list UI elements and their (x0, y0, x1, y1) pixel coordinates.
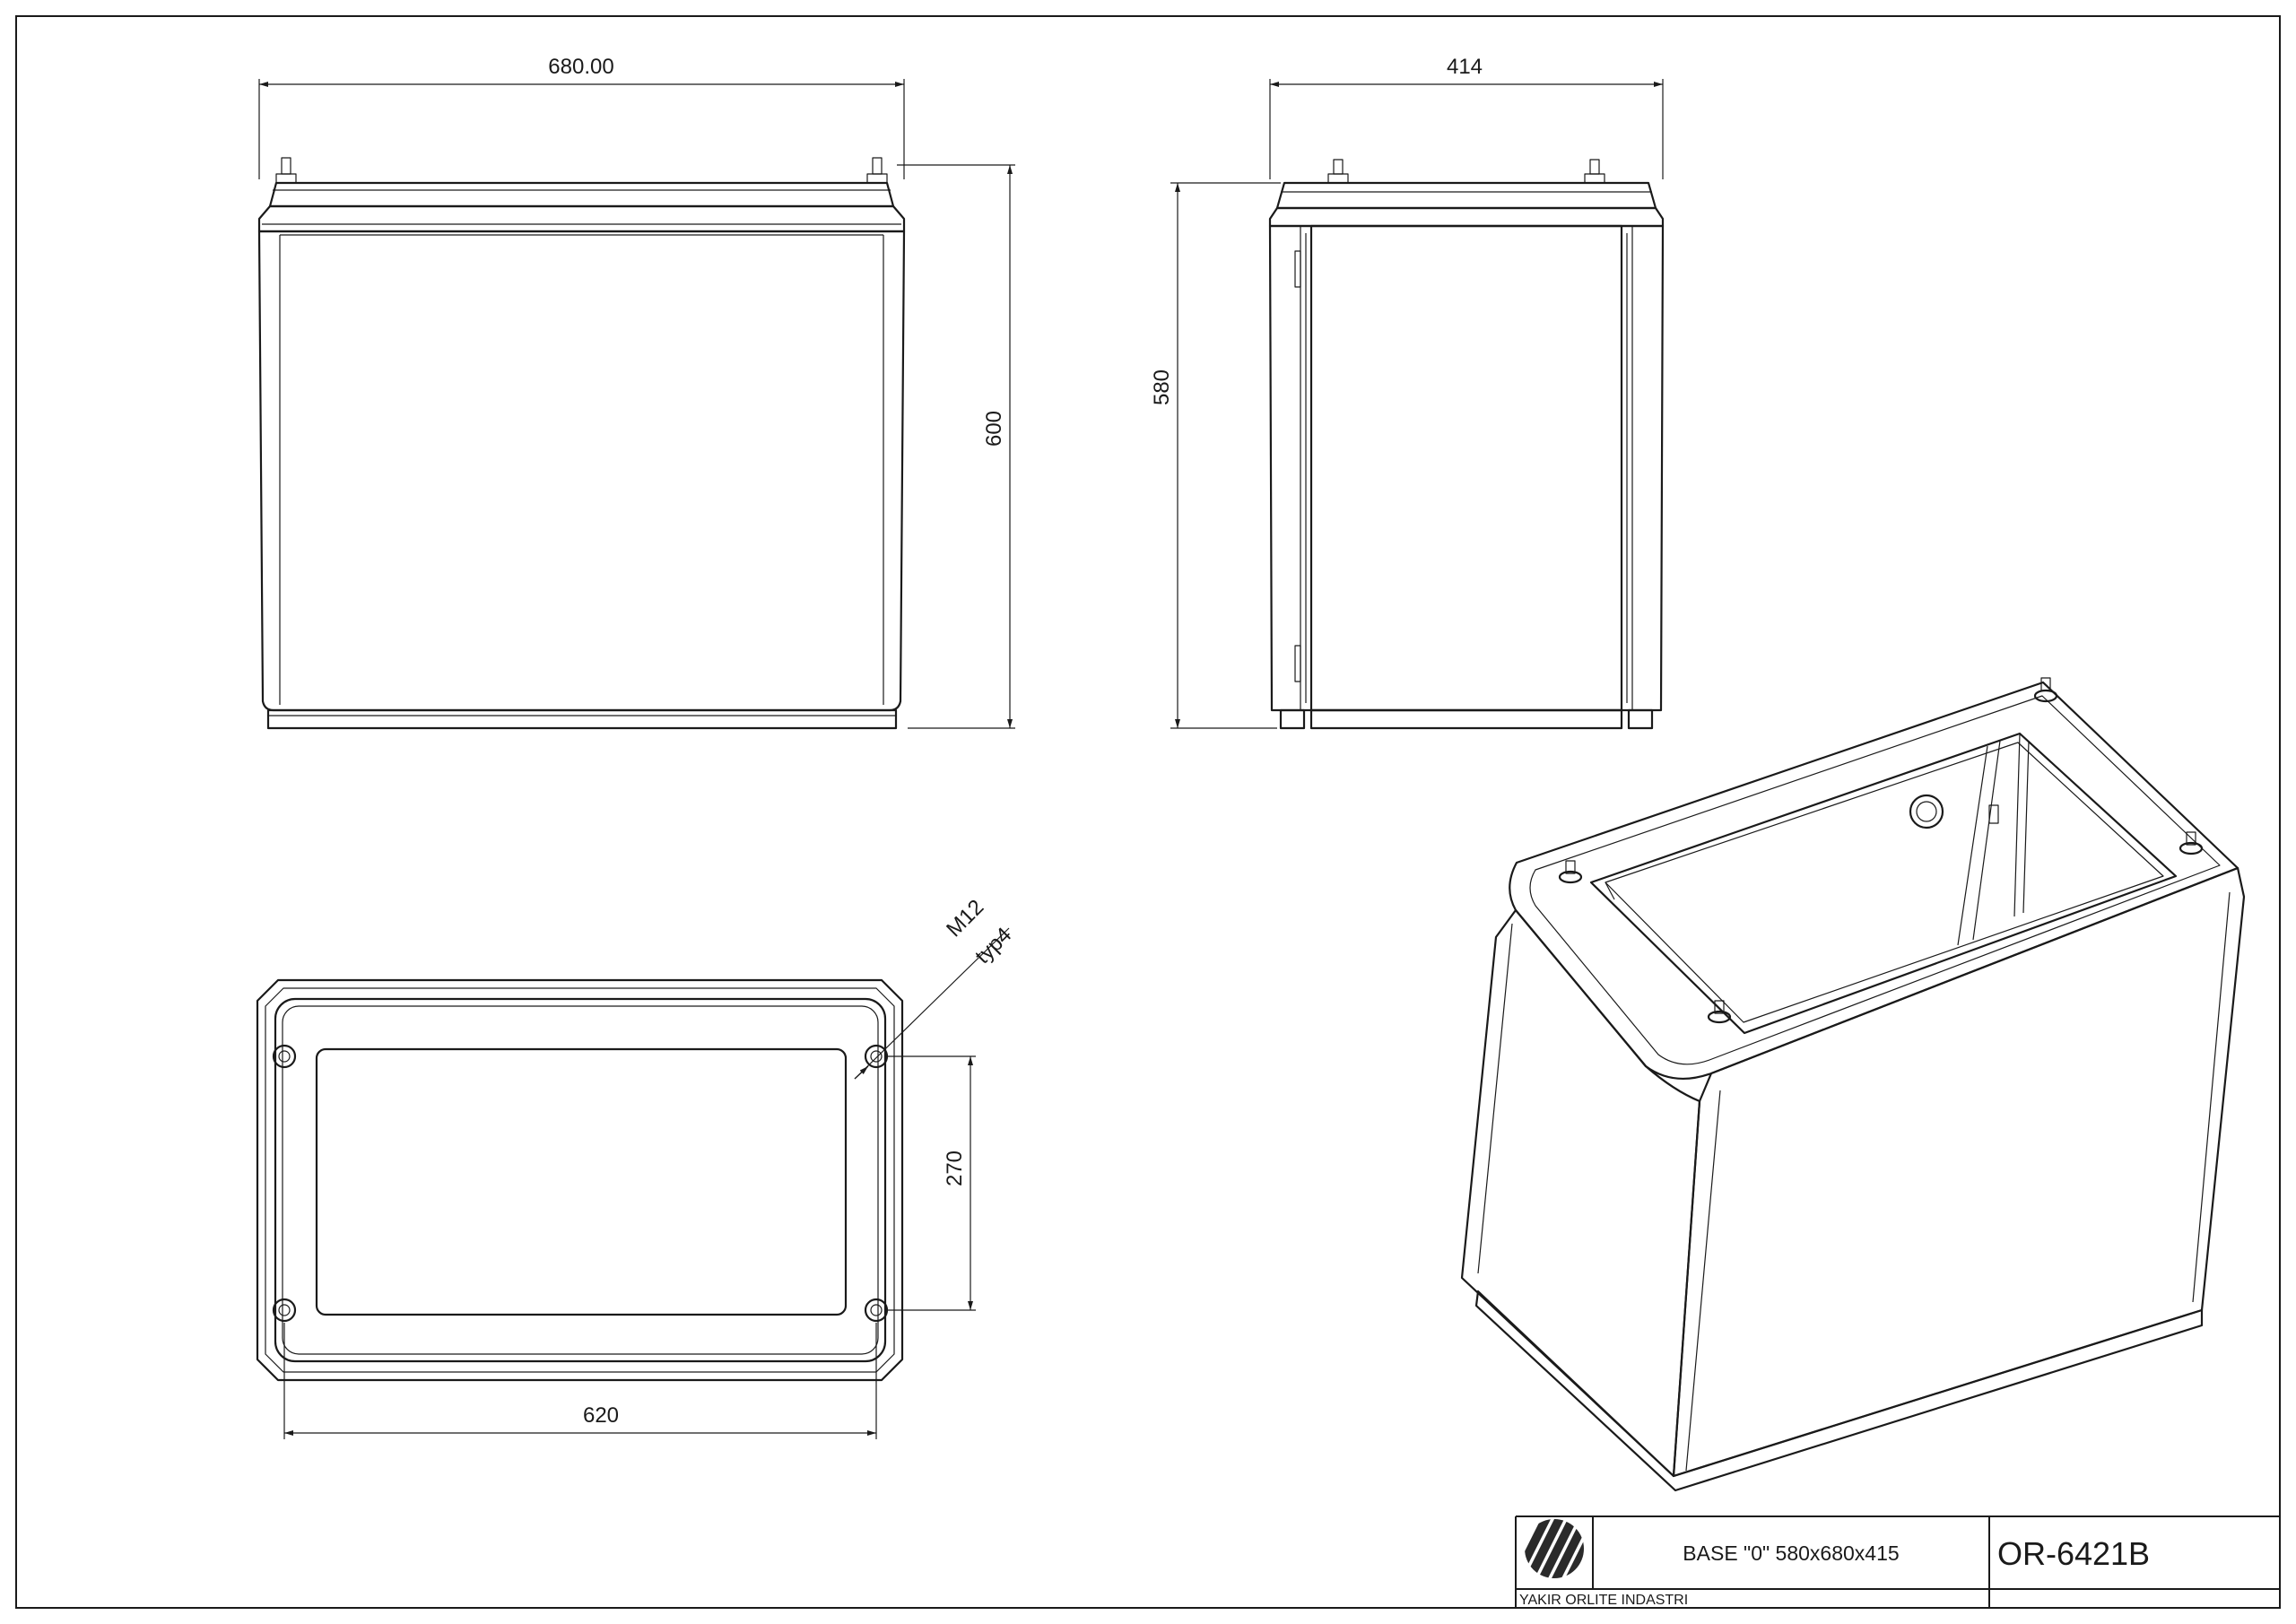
part-number: OR-6421B (1997, 1535, 2150, 1572)
interior-gland-icon (1909, 794, 1944, 829)
bolt-spacing-dimension: 270 (888, 1055, 976, 1311)
title-block: BASE "0" 580x680x415 OR-6421B YAKIR ORLI… (1515, 1515, 2280, 1608)
side-left-stud (1327, 159, 1349, 184)
bolt-callout-count: typ4 (970, 923, 1016, 968)
bolt-bottom-left (272, 1298, 297, 1323)
bolt-width-label: 620 (583, 1403, 619, 1428)
part-description: BASE "0" 580x680x415 (1683, 1541, 1899, 1565)
bolt-bottom-right (864, 1298, 889, 1323)
bolt-callout-size: M12 (942, 895, 988, 942)
front-height-dimension: 600 (897, 164, 1015, 729)
striped-circle-logo-icon (1525, 1519, 1584, 1578)
front-width-label: 680.00 (548, 55, 613, 79)
company-name: YAKIR ORLITE INDASTRI (1519, 1593, 1688, 1608)
isometric-view (1460, 677, 2246, 1492)
iso-bolt-front (1707, 1000, 1732, 1024)
front-height-label: 600 (982, 411, 1006, 447)
bolt-top-right (864, 1044, 889, 1069)
drawing-border (15, 15, 2281, 1609)
bolt-spacing-label: 270 (943, 1151, 967, 1186)
top-view-bolts (272, 1044, 889, 1323)
iso-bolt-right (2179, 831, 2204, 855)
iso-bolt-left (1558, 860, 1583, 884)
front-view (257, 157, 906, 730)
side-right-stud (1584, 159, 1605, 184)
front-right-stud (866, 157, 888, 184)
front-left-stud (275, 157, 297, 184)
side-width-dimension: 414 (1269, 55, 1664, 179)
top-view (256, 978, 904, 1382)
front-width-dimension: 680.00 (258, 55, 905, 179)
side-width-label: 414 (1447, 55, 1483, 79)
bolt-top-left (272, 1044, 297, 1069)
side-height-label: 580 (1150, 369, 1174, 405)
bolt-width-dimension: 620 (283, 1323, 877, 1439)
side-view (1268, 159, 1665, 730)
iso-bolt-back (2033, 677, 2058, 703)
side-height-dimension: 580 (1150, 182, 1281, 729)
